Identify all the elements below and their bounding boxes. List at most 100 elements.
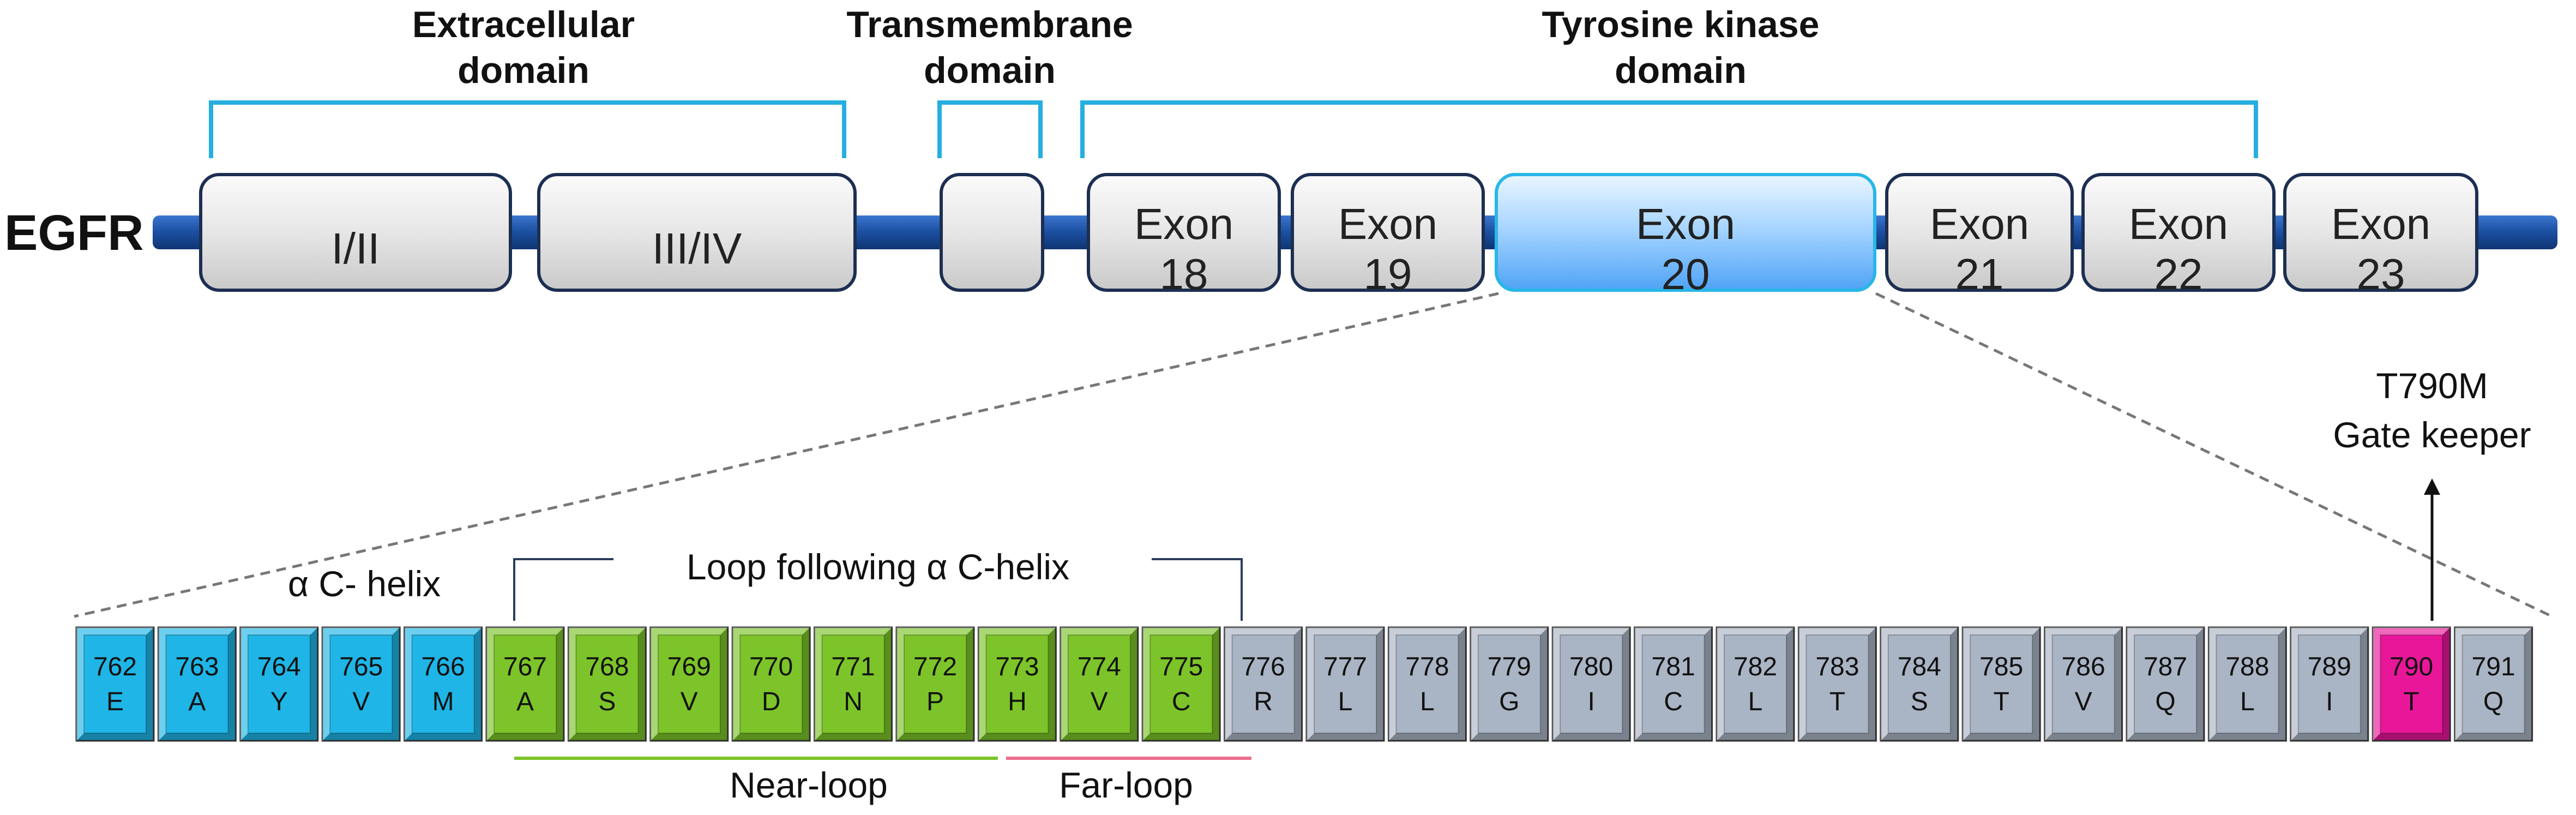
residue-number: 766 — [422, 652, 465, 681]
transmembrane-block — [940, 173, 1044, 292]
residue-box — [157, 626, 237, 742]
residue-amino-acid: P — [926, 687, 944, 716]
residue-number: 777 — [1323, 652, 1367, 681]
exon-23-block-label2: 23 — [2357, 250, 2405, 298]
exon-20-block-shape — [1495, 173, 1876, 292]
residue-number: 780 — [1569, 652, 1613, 681]
residue-box — [1387, 626, 1467, 742]
residue-number: 774 — [1078, 652, 1121, 681]
residue-inner-frame — [411, 634, 475, 734]
residue-number: 776 — [1242, 652, 1285, 681]
residue-box — [2207, 626, 2287, 742]
residue-number: 762 — [93, 652, 137, 681]
residue-number: 779 — [1488, 652, 1531, 681]
loop-following-helix-label: Loop following α C-helix — [687, 547, 1069, 587]
residue-amino-acid: T — [1994, 687, 2009, 716]
exon-18-block-label2: 18 — [1160, 250, 1208, 298]
residue-inner-frame — [821, 634, 885, 734]
residue-number: 772 — [913, 652, 957, 681]
protein-label: EGFR — [4, 205, 144, 261]
exon-20-block-label2: 20 — [1662, 250, 1710, 298]
residue-inner-frame — [1724, 634, 1787, 734]
zoom-line-left — [74, 292, 1499, 618]
residue-inner-frame — [329, 634, 393, 734]
residue-amino-acid: Q — [2155, 687, 2175, 716]
residue-number: 770 — [749, 652, 793, 681]
residue-inner-frame — [904, 634, 967, 734]
exon-21-block-shape — [1885, 173, 2074, 292]
gatekeeper-label: Gate keeper — [2333, 415, 2531, 455]
residue-number: 782 — [1734, 652, 1777, 681]
residue-amino-acid: S — [598, 687, 616, 716]
residue-amino-acid: R — [1254, 687, 1273, 716]
exon-19-block-label2: 19 — [1364, 250, 1412, 298]
residue-box — [1141, 626, 1221, 742]
bracket-transmembrane — [937, 100, 1043, 158]
residue-inner-frame — [2380, 634, 2443, 734]
residue-box — [2372, 626, 2451, 742]
residue-inner-frame — [739, 634, 803, 734]
residue-box — [1797, 626, 1877, 742]
exon-22-block-label2: 22 — [2154, 250, 2203, 298]
residue-inner-frame — [493, 634, 557, 734]
domain-block-iii-iv: III/IV — [537, 173, 857, 292]
residue-amino-acid: D — [762, 687, 781, 716]
exon-20-block-label1: Exon — [1636, 200, 1735, 248]
residue-box — [731, 626, 811, 742]
residue-amino-acid: E — [106, 687, 124, 716]
residue-number: 775 — [1159, 652, 1203, 681]
residue-box — [404, 626, 483, 742]
domain-title-transmembrane: Transmembrane — [846, 4, 1133, 45]
residue-inner-frame — [1067, 634, 1131, 734]
domain-block-i-ii-label1: I/II — [332, 224, 380, 273]
residue-amino-acid: L — [1420, 687, 1435, 716]
residue-number: 771 — [832, 652, 875, 681]
domain-subtitle-tyrosine-kinase: domain — [1615, 50, 1747, 91]
exon-22-block-label1: Exon — [2129, 200, 2228, 248]
residue-inner-frame — [165, 634, 229, 734]
domain-block-i-ii: I/II — [199, 173, 512, 292]
residue-inner-frame — [1887, 634, 1951, 734]
residue-box — [1470, 626, 1549, 742]
exon-18-block-shape — [1087, 173, 1281, 292]
residue-amino-acid: I — [2326, 687, 2333, 716]
residue-inner-frame — [2461, 634, 2525, 734]
residue-inner-frame — [1314, 634, 1377, 734]
residue-amino-acid: I — [1588, 687, 1595, 716]
residue-inner-frame — [2134, 634, 2197, 734]
residue-box — [485, 626, 565, 742]
exon-23-block-label1: Exon — [2331, 200, 2430, 248]
residue-number: 784 — [1898, 652, 1941, 681]
exon-21-block-label1: Exon — [1930, 200, 2029, 248]
residue-box — [977, 626, 1057, 742]
domain-title-extracellular: Extracellular — [412, 4, 635, 45]
exon-21-block-label2: 21 — [1955, 250, 2004, 298]
residue-box — [239, 626, 319, 742]
residue-amino-acid: A — [516, 687, 534, 716]
residue-box — [814, 626, 893, 742]
residue-box — [1305, 626, 1385, 742]
bracket-extracellular — [209, 100, 846, 158]
exon-19-block-label1: Exon — [1338, 200, 1437, 248]
residue-number: 765 — [339, 652, 383, 681]
residue-number: 773 — [995, 652, 1039, 681]
residue-inner-frame — [1149, 634, 1213, 734]
